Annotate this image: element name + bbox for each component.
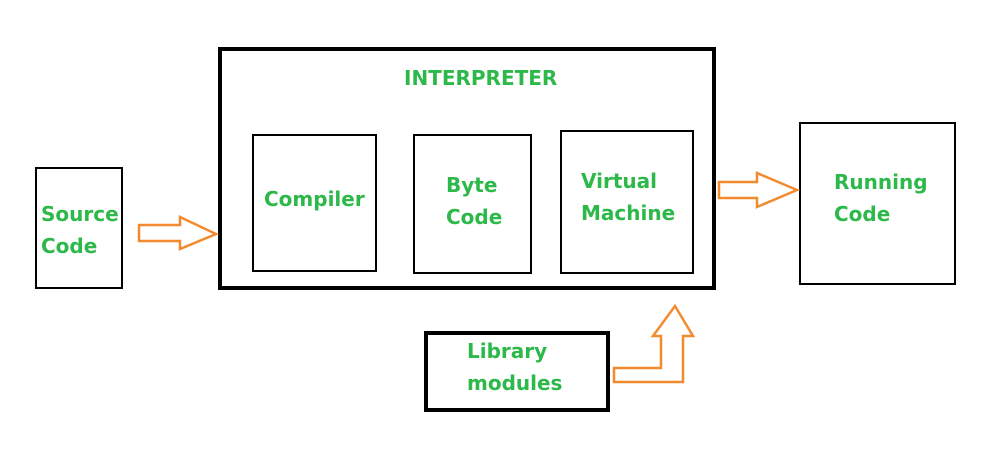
virtual-machine-label-line1: Virtual	[581, 169, 657, 193]
virtual-machine-label-line2: Machine	[581, 201, 676, 225]
byte-code-box	[413, 134, 532, 274]
running-code-box	[799, 122, 956, 285]
running-code-label-line1: Running	[834, 170, 928, 194]
library-modules-label-line1: Library	[467, 339, 548, 363]
running-code-label-line2: Code	[834, 202, 891, 226]
byte-code-label-line2: Code	[446, 205, 503, 229]
arrow-source-to-interpreter	[137, 215, 220, 251]
interpreter-title: INTERPRETER	[404, 66, 558, 90]
byte-code-label-line1: Byte	[446, 173, 498, 197]
source-code-label-line2: Code	[41, 234, 98, 258]
arrow-library-to-interpreter	[612, 303, 696, 384]
arrow-interpreter-to-running	[717, 171, 801, 209]
source-code-label-line1: Source	[41, 202, 119, 226]
compiler-box	[252, 134, 377, 272]
compiler-label: Compiler	[264, 187, 365, 211]
virtual-machine-box	[560, 130, 694, 274]
library-modules-box	[424, 331, 610, 412]
source-code-box	[35, 167, 123, 289]
library-modules-label-line2: modules	[467, 371, 563, 395]
